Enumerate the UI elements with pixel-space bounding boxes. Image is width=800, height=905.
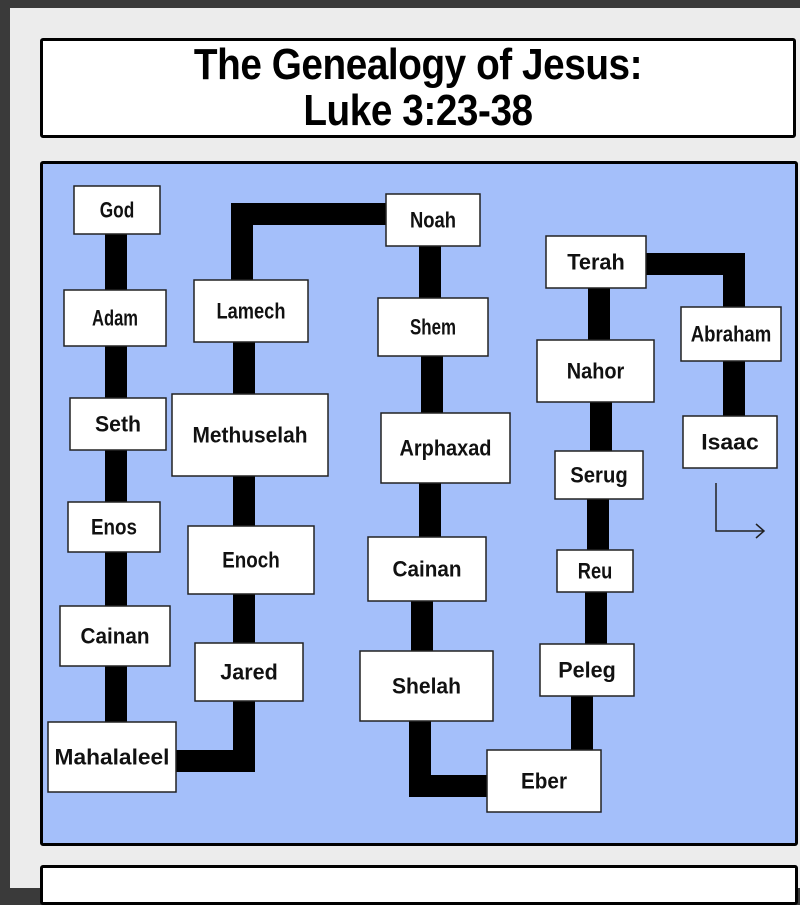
name-label: Lamech <box>217 299 286 324</box>
name-label: Adam <box>92 306 138 331</box>
name-box-frame <box>367 536 487 602</box>
name-box-frame <box>377 297 489 357</box>
name-box: Shelah <box>359 650 494 722</box>
name-box-frame <box>536 339 655 403</box>
name-box: Abraham <box>680 306 782 362</box>
name-label: Eber <box>521 769 567 794</box>
name-box: Eber <box>486 749 602 813</box>
name-label: Cainan <box>81 624 150 649</box>
name-box: Noah <box>385 193 481 247</box>
name-box: Enos <box>67 501 161 553</box>
name-box-frame <box>556 549 634 593</box>
name-label: Peleg <box>558 658 616 683</box>
name-label: Noah <box>410 208 456 233</box>
name-box: Shem <box>377 297 489 357</box>
name-box: Lamech <box>193 279 309 343</box>
name-box-frame <box>380 412 511 484</box>
corner-arrow-icon <box>715 483 766 539</box>
name-box: God <box>73 185 161 235</box>
name-label: Abraham <box>691 322 772 347</box>
name-box-frame <box>69 397 167 451</box>
name-label: Shem <box>410 315 456 340</box>
name-box-frame <box>545 235 647 289</box>
name-box: Cainan <box>367 536 487 602</box>
name-box: Arphaxad <box>380 412 511 484</box>
name-box-frame <box>194 642 304 702</box>
name-box-frame <box>73 185 161 235</box>
name-box-frame <box>486 749 602 813</box>
name-box-frame <box>539 643 635 697</box>
name-label: Methuselah <box>193 423 308 448</box>
bottom-box <box>40 865 798 905</box>
name-box: Isaac <box>682 415 778 469</box>
name-box-frame <box>359 650 494 722</box>
name-label: Cainan <box>393 557 462 582</box>
name-box-frame <box>682 415 778 469</box>
name-label: Enos <box>91 515 137 540</box>
name-label: Arphaxad <box>400 436 492 461</box>
name-box-frame <box>171 393 329 477</box>
name-box-frame <box>187 525 315 595</box>
name-box: Enoch <box>187 525 315 595</box>
name-label: Serug <box>570 463 628 488</box>
name-label: Terah <box>567 250 625 275</box>
name-box: Serug <box>554 450 644 500</box>
name-box-frame <box>59 605 171 667</box>
name-box: Terah <box>545 235 647 289</box>
name-label: Isaac <box>701 430 759 455</box>
name-label: Enoch <box>222 548 280 573</box>
name-box: Peleg <box>539 643 635 697</box>
name-label: Mahalaleel <box>55 745 170 770</box>
name-box: Reu <box>556 549 634 593</box>
name-label: Seth <box>95 412 141 437</box>
name-label: Shelah <box>392 674 461 699</box>
name-box-frame <box>193 279 309 343</box>
name-box: Adam <box>63 289 167 347</box>
page-title: The Genealogy of Jesus: Luke 3:23-38 <box>193 40 643 135</box>
title-box: The Genealogy of Jesus: Luke 3:23-38 <box>40 38 796 138</box>
name-label: Reu <box>578 559 613 584</box>
name-label: Nahor <box>567 359 625 384</box>
name-box-frame <box>47 721 177 793</box>
name-box: Seth <box>69 397 167 451</box>
name-box-frame <box>554 450 644 500</box>
name-box-frame <box>385 193 481 247</box>
name-box-frame <box>680 306 782 362</box>
name-box: Methuselah <box>171 393 329 477</box>
name-label: Jared <box>220 660 278 685</box>
name-box: Jared <box>194 642 304 702</box>
name-box-frame <box>67 501 161 553</box>
name-label: God <box>100 198 135 223</box>
name-box: Cainan <box>59 605 171 667</box>
connector-line <box>231 203 430 310</box>
name-box: Mahalaleel <box>47 721 177 793</box>
name-box: Nahor <box>536 339 655 403</box>
name-box-frame <box>63 289 167 347</box>
